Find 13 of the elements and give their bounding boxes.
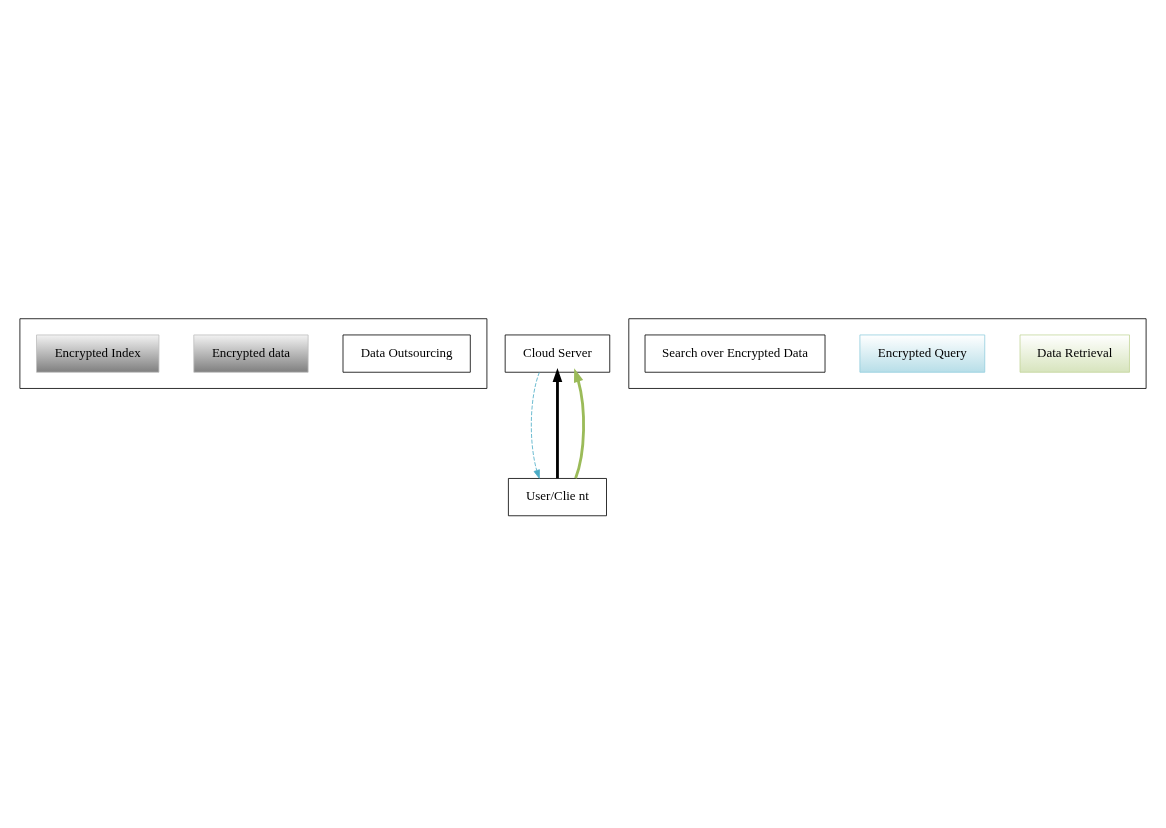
arrow — [552, 368, 563, 479]
node-box: Encrypted Query — [859, 334, 986, 373]
node-box: Data Retrieval — [1019, 334, 1130, 373]
node-box: Search over Encrypted Data — [644, 334, 826, 373]
node-box: Encrypted data — [193, 334, 309, 373]
node-box: User/Clie nt — [508, 478, 607, 517]
cluster — [628, 318, 1147, 389]
arrow — [574, 368, 585, 479]
cluster — [19, 318, 488, 389]
arrow — [530, 371, 540, 479]
node-box: Encrypted Index — [36, 334, 160, 373]
node-box: Data Outsourcing — [342, 334, 471, 373]
node-box: Cloud Server — [504, 334, 611, 373]
